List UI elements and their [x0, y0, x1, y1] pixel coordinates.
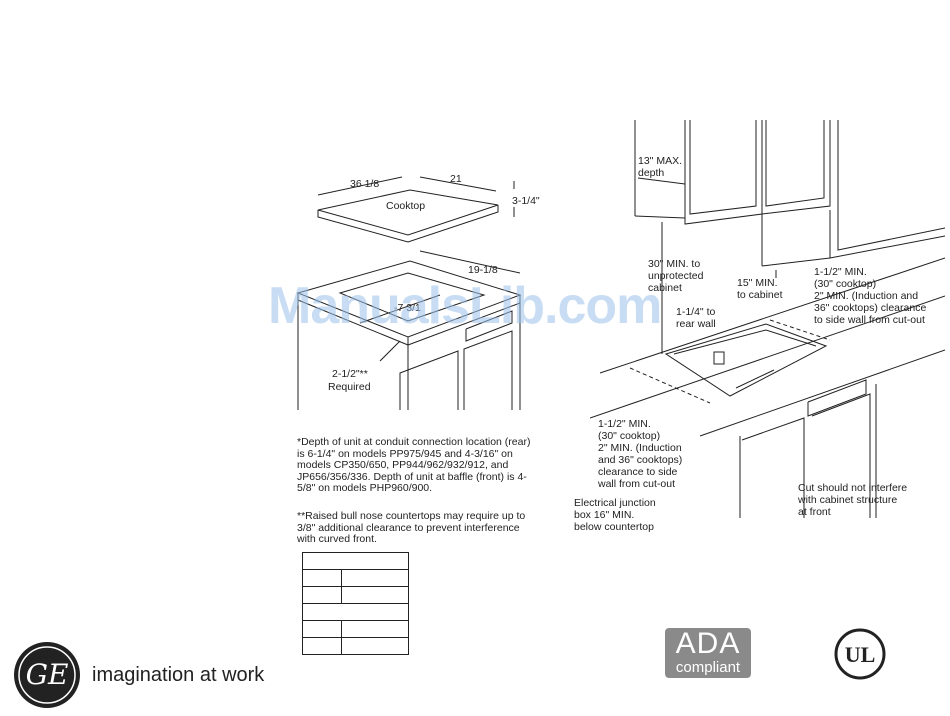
cut-note-label: Cut should not interfere with cabinet st…	[798, 482, 908, 518]
blank-spec-table	[302, 552, 409, 655]
front-clearance-dim: 2-1/2"**	[332, 368, 368, 380]
ada-line2: compliant	[675, 659, 741, 676]
max-depth-label: 13" MAX. depth	[638, 155, 682, 179]
cooktop-cutout-diagram	[296, 176, 522, 410]
cutout-width-dim: -7 3/1	[394, 302, 421, 314]
ul-listed-icon: UL	[834, 628, 886, 680]
ul-mark: UL	[845, 642, 876, 667]
tagline: imagination at work	[92, 664, 265, 686]
cooktop-height-dim: 3-1/4"	[512, 195, 540, 207]
to-cabinet-label: 15" MIN. to cabinet	[737, 277, 783, 301]
bullnose-note: **Raised bull nose countertops may requi…	[297, 510, 526, 545]
cooktop-depth-dim: 21	[450, 173, 462, 185]
ada-line1: ADA	[675, 627, 741, 660]
cutout-depth-dim: 19-1/8	[468, 264, 498, 276]
depth-note: *Depth of unit at conduit connection loc…	[297, 436, 531, 494]
unprotected-cabinet-label: 30" MIN. to unprotected cabinet	[648, 258, 704, 294]
rear-wall-label: 1-1/4" to rear wall	[676, 306, 716, 330]
cooktop-label: Cooktop	[386, 200, 426, 212]
side-wall-top-label: 1-1/2" MIN. (30" cooktop) 2" MIN. (Induc…	[814, 266, 927, 326]
front-clearance-required: Required	[328, 381, 371, 393]
ge-monogram: GE	[26, 658, 69, 691]
side-wall-bottom-label: 1-1/2" MIN. (30" cooktop) 2" MIN. (Induc…	[598, 418, 683, 490]
cooktop-width-dim: 36 1/8	[350, 178, 380, 190]
ge-logo-icon: GE	[14, 642, 80, 708]
junction-box-label: Electrical junction box 16" MIN. below c…	[574, 497, 656, 533]
ada-compliant-badge: ADA compliant	[665, 628, 751, 678]
installation-clearance-diagram	[590, 120, 945, 518]
